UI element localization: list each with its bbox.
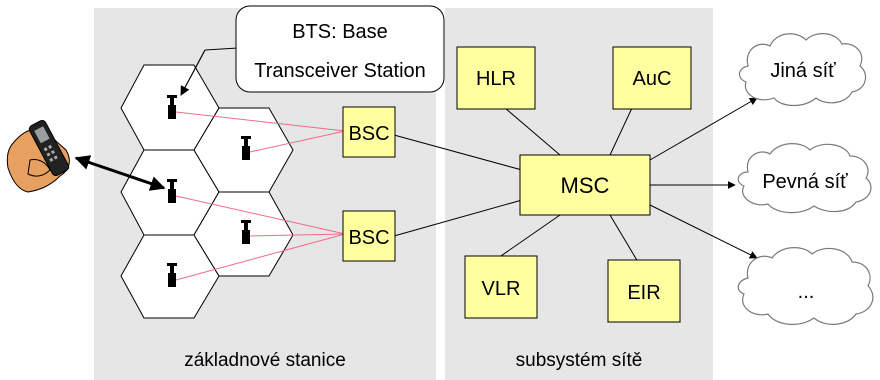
eir-label: EIR: [627, 282, 660, 304]
vlr-box: [464, 255, 538, 319]
auc-box: [612, 46, 692, 110]
base-station-footer: základnové stanice: [184, 350, 346, 371]
callout-line-2: Transceiver Station: [254, 60, 426, 82]
bts-callout: BTS: Base Transceiver Station: [180, 5, 445, 96]
cloud-more-label: ...: [798, 281, 815, 303]
bsc-bottom-box: [342, 210, 396, 262]
cloud-other-network: Jiná síť: [738, 33, 867, 107]
cloud-more: ...: [737, 247, 874, 325]
callout-line-1: BTS: Base: [292, 21, 388, 43]
msc-label: MSC: [561, 173, 610, 198]
msc-box: [519, 154, 651, 216]
mobile-phone-icon: [6, 119, 70, 193]
cloud-fixed-network: Pevná síť: [737, 143, 872, 214]
radio-links: [175, 111, 346, 281]
bsc-top-box: [342, 106, 396, 158]
network-connections: [393, 97, 758, 263]
phone-bts-link: [74, 155, 166, 191]
cloud-fixed-network-label: Pevná síť: [762, 171, 848, 193]
network-subsystem-footer: subsystém sítě: [516, 350, 643, 371]
bsc-bottom-label: BSC: [348, 227, 389, 249]
cloud-other-network-label: Jiná síť: [770, 60, 836, 82]
bsc-top-label: BSC: [348, 123, 389, 145]
hlr-box: [456, 46, 536, 110]
eir-box: [607, 259, 681, 323]
vlr-label: VLR: [482, 278, 521, 300]
hlr-label: HLR: [476, 68, 516, 90]
auc-label: AuC: [633, 68, 672, 90]
